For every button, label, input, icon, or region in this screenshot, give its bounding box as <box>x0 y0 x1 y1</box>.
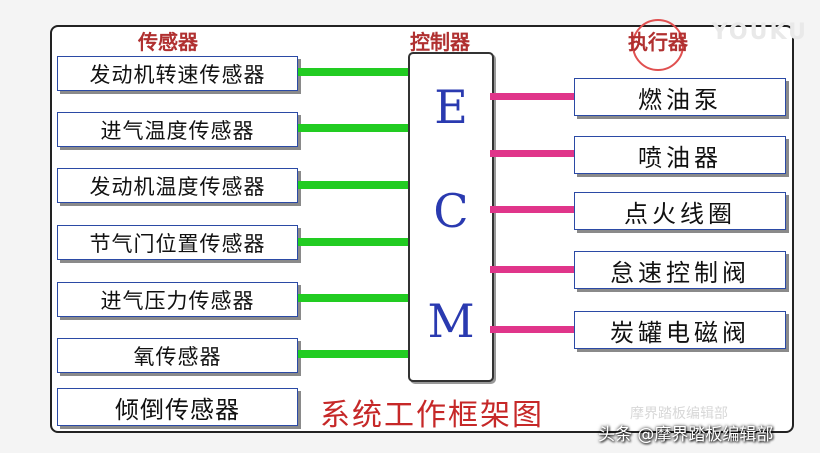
actuator-box: 点火线圈 <box>574 192 786 230</box>
actuator-connector <box>490 266 574 273</box>
actuator-connector <box>490 150 574 157</box>
sensor-connector <box>298 350 408 358</box>
actuator-box: 燃油泵 <box>574 78 786 116</box>
sensor-box: 氧传感器 <box>57 338 298 373</box>
actuator-connector <box>490 93 574 100</box>
actuator-box: 怠速控制阀 <box>574 251 786 289</box>
sensor-connector <box>298 294 408 302</box>
ecm-block: E C M <box>408 52 494 382</box>
credit-ghost-text: 摩界踏板编辑部 <box>630 406 728 422</box>
actuator-box: 喷油器 <box>574 136 786 174</box>
controller-header: 控制器 <box>410 30 470 54</box>
sensor-box: 进气压力传感器 <box>57 282 298 317</box>
actuator-box: 炭罐电磁阀 <box>574 311 786 349</box>
sensor-box: 节气门位置传感器 <box>57 225 298 260</box>
sensor-box: 发动机温度传感器 <box>57 168 298 203</box>
sensor-connector <box>298 181 408 189</box>
ecm-letter: C <box>433 184 469 238</box>
actuator-connector <box>490 206 574 213</box>
ecm-letter: M <box>427 294 475 348</box>
sensor-connector <box>298 238 408 246</box>
sensor-box: 进气温度传感器 <box>57 112 298 147</box>
sensor-connector <box>298 68 408 76</box>
highlight-circle <box>632 19 684 71</box>
sensor-box: 发动机转速传感器 <box>57 56 298 91</box>
sensors-header: 传感器 <box>138 30 198 54</box>
ecm-letter: E <box>434 80 468 134</box>
diagram-title: 系统工作框架图 <box>320 398 544 433</box>
actuators-header: 执行器 <box>628 30 688 54</box>
video-watermark: YOUKU <box>711 20 808 45</box>
sensor-box: 倾倒传感器 <box>57 388 298 426</box>
sensor-connector <box>298 124 408 132</box>
actuator-connector <box>490 326 574 333</box>
source-credit: 头条 @摩界踏板编辑部 <box>598 425 774 445</box>
